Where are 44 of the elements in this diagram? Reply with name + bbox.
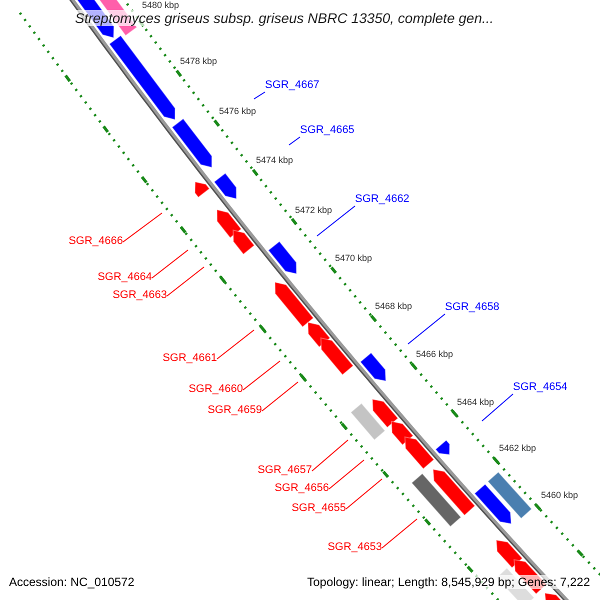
gene-label: SGR_4660 (188, 383, 243, 396)
scale-label: 5468 kbp (375, 301, 412, 311)
scale-label: 5474 kbp (256, 155, 294, 165)
scale-label: 5478 kbp (180, 56, 218, 66)
scale-label: 5464 kbp (457, 397, 494, 407)
scale-label: 5460 kbp (541, 490, 578, 500)
leader-line (328, 460, 364, 490)
leader-line (166, 266, 204, 296)
leader-line (122, 212, 162, 242)
leader-line (262, 382, 298, 412)
gene-label: SGR_4667 (265, 79, 320, 92)
summary-text: Topology: linear; Length: 8,545,929 bp; Genes: 7,222 (307, 575, 590, 589)
leader-line (152, 250, 188, 278)
gene-label: SGR_4658 (445, 301, 500, 314)
gene-label: SGR_4657 (258, 464, 312, 477)
gene-label: SGR_4656 (274, 482, 329, 495)
gene-label: SGR_4663 (112, 289, 167, 302)
gene-label: SGR_4655 (292, 502, 346, 515)
leader-line (382, 518, 418, 548)
gene-label: SGR_4654 (513, 381, 568, 394)
scale-label: 5466 kbp (416, 349, 454, 359)
scale-label: 5462 kbp (499, 443, 536, 453)
leader-line (482, 394, 514, 422)
gene-label: SGR_4653 (328, 541, 382, 554)
gene-label: SGR_4659 (208, 404, 262, 417)
gene-label: SGR_4662 (355, 193, 410, 206)
scale-label: 5472 kbp (295, 205, 332, 215)
leader-line (288, 136, 300, 146)
accession-text: Accession: NC_010572 (9, 575, 134, 589)
gene-label: SGR_4665 (300, 124, 354, 137)
gene-label: SGR_4661 (162, 352, 217, 365)
leader-line (254, 92, 266, 100)
gene-label: SGR_4664 (98, 271, 152, 284)
leader-line (316, 206, 356, 236)
leader-line (242, 360, 280, 390)
scale-label: 5476 kbp (219, 106, 256, 116)
gene-label: SGR_4666 (68, 235, 123, 248)
leader-line (312, 440, 348, 472)
leader-line (216, 330, 254, 360)
leader-line (346, 478, 382, 510)
scale-label: 5470 kbp (335, 253, 372, 263)
title: Streptomyces griseus subsp. griseus NBRC 13350, complete gen... (75, 10, 494, 26)
leader-line (408, 314, 446, 344)
scale-label: 5480 kbp (142, 0, 180, 10)
